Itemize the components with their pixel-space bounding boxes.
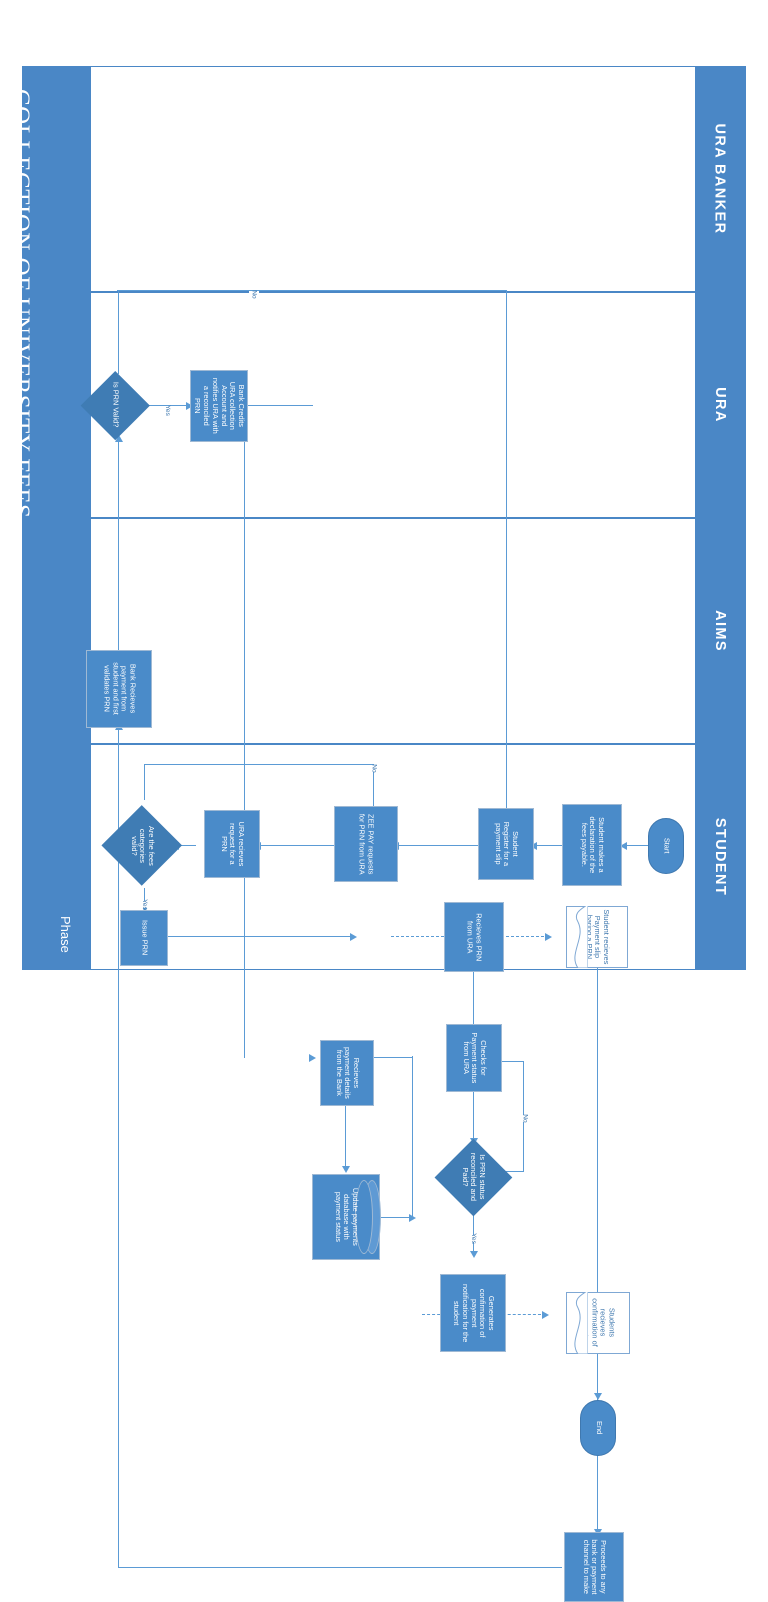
node-label-register-slip: Student Register for a payment slip (493, 821, 521, 867)
node-label-ura-payment-details: Recieves payment details from the Bank (334, 1047, 362, 1099)
lane-label-aims: AIMS (712, 610, 729, 652)
edge-start-declaration (626, 844, 648, 846)
node-generate-confirmation[interactable]: Generates confirmation of payment notifi… (440, 1274, 506, 1352)
edge-bank-prnvalid (117, 440, 119, 668)
phase-band: Phase (58, 66, 90, 970)
node-label-zeepay: ZEE PAY requests for PRN from URA (358, 813, 376, 875)
node-label-declaration: Student makes a declaration of the fees … (579, 816, 607, 874)
node-register-slip[interactable]: Student Register for a payment slip (478, 808, 534, 880)
node-label-start: Start (662, 838, 672, 854)
lane-label-ura: URA (712, 387, 728, 423)
node-student-slip-document[interactable]: Student recieves Payment slip baring a P… (566, 906, 628, 968)
node-prn-valid-decision[interactable]: Is PRN Valid? (80, 370, 150, 440)
diagram-canvas: COLLECTION OF UNIVERSITY FEES Phase STUD… (7, 66, 746, 1602)
lane-body-ura-banker (91, 67, 695, 291)
edge-feesvalid-no-h (144, 763, 374, 765)
edge-prnvalid-no-v2 (505, 290, 507, 818)
node-label-bank-credits: Bank Credits URA collection Account and … (193, 378, 247, 434)
node-start[interactable]: Start (648, 818, 684, 874)
node-label-bank-receives: Bank Recieves payment from student and f… (102, 662, 138, 716)
document-wave-edge (566, 906, 588, 968)
lane-body-aims (91, 519, 695, 743)
node-student-confirmation-document[interactable]: Students recieves confirmation of paymen… (566, 1292, 630, 1354)
edge-label-reconciled-yes: Yes (467, 1233, 480, 1244)
node-label-prn-reconciled: Is PRN status reconciled and Paid? (460, 1152, 488, 1202)
edge-label-prn-valid-no: No (248, 290, 259, 299)
edge-issueprn-aims (168, 935, 354, 937)
edge-proceeds-bank-h (118, 1566, 562, 1568)
node-issue-prn[interactable]: Issue PRN (120, 910, 168, 966)
arrowhead (342, 1166, 350, 1173)
node-aims-receives-prn[interactable]: Recieves PRN from URA (444, 902, 504, 972)
arrowhead (350, 933, 357, 941)
node-fees-categories-valid-decision[interactable]: Are the fees categories valid? (102, 806, 182, 886)
arrowhead (594, 1393, 602, 1400)
node-bank-credits-ura[interactable]: Bank Credits URA collection Account and … (190, 370, 248, 442)
edge-zeepay-ura-receives (260, 844, 334, 846)
title-band: COLLECTION OF UNIVERSITY FEES (7, 66, 68, 970)
edge-prnvalid-no-h (117, 289, 507, 291)
arrowhead (470, 1251, 478, 1258)
edge-label-reconciled-no: No (519, 1114, 530, 1123)
node-zeepay-request[interactable]: ZEE PAY requests for PRN from URA (334, 806, 398, 882)
node-ura-receives-request[interactable]: URA recieves request for a PRN (204, 810, 260, 878)
node-label-issue-prn: Issue PRN (140, 920, 150, 956)
edge-uradetails-updatedb (344, 1106, 346, 1168)
lane-aims: AIMS (90, 518, 746, 744)
edge-bankcredits-uradetails-v (243, 405, 245, 1058)
swimlane-diagram: COLLECTION OF UNIVERSITY FEES Phase STUD… (7, 66, 746, 1602)
edge-register-zeepay (398, 844, 478, 846)
lane-header-ura-banker: URA BANKER (695, 67, 745, 291)
lane-label-student: STUDENT (712, 817, 728, 897)
lane-label-ura-banker: URA BANKER (712, 123, 728, 235)
page-title: COLLECTION OF UNIVERSITY FEES (7, 89, 34, 519)
node-proceeds-to-bank[interactable]: Proceeds to any bank or payment channel … (564, 1532, 624, 1602)
node-label-fees-valid: Are the fees categories valid? (129, 826, 157, 866)
lane-ura-banker: URA BANKER (90, 66, 746, 292)
node-label-proceeds: Proceeds to any bank or payment channel … (581, 1539, 609, 1595)
edge-label-prn-valid-yes: Yes (161, 405, 174, 416)
node-prn-reconciled-decision[interactable]: Is PRN status reconciled and Paid? (434, 1138, 512, 1216)
edge-declaration-register (536, 844, 562, 846)
node-student-declaration[interactable]: Student makes a declaration of the fees … (562, 804, 622, 886)
edge-bankcredits-uradetails (245, 404, 313, 406)
edge-prnvalid-no-v (117, 290, 119, 374)
node-ura-receives-payment-details[interactable]: Recieves payment details from the Bank (320, 1040, 374, 1106)
edge-label-fees-valid-no: No (368, 764, 379, 773)
node-label-end: End (594, 1421, 604, 1435)
lane-header-ura: URA (695, 293, 745, 517)
node-label-aims-receives-prn: Recieves PRN from URA (466, 912, 484, 962)
lane-container: STUDENT AIMS URA URA BANKER (80, 66, 746, 1602)
node-label-update-database: Update payments database with payment st… (333, 1188, 361, 1246)
node-bank-receives-payment[interactable]: Bank Recieves payment from student and f… (86, 650, 152, 728)
arrowhead (409, 1214, 416, 1222)
edge-label-fees-valid-yes: Yes (138, 899, 151, 910)
node-label-generate-confirmation: Generates confirmation of payment notifi… (451, 1283, 496, 1343)
node-label-checks-payment-status: Checks for Payment status from URA (461, 1032, 489, 1084)
arrowhead (542, 1311, 549, 1319)
arrowhead (309, 1054, 316, 1062)
node-label-ura-receives-request: URA recieves request for a PRN (219, 821, 247, 867)
arrowhead (545, 933, 552, 941)
phase-label: Phase (58, 916, 73, 953)
lane-header-student: STUDENT (695, 745, 745, 969)
node-checks-payment-status[interactable]: Checks for Payment status from URA (446, 1024, 502, 1092)
node-label-prn-valid: Is PRN Valid? (111, 382, 121, 428)
document-wave-edge (566, 1292, 588, 1354)
node-update-payments-database[interactable]: Update payments database with payment st… (312, 1174, 381, 1260)
node-end[interactable]: End (580, 1400, 616, 1456)
edge-check-reconciled (472, 1092, 474, 1140)
edge-updatedb-check-v (411, 1056, 413, 1218)
edge-feesvalid-no-v1 (143, 764, 145, 800)
lane-header-aims: AIMS (695, 519, 745, 743)
